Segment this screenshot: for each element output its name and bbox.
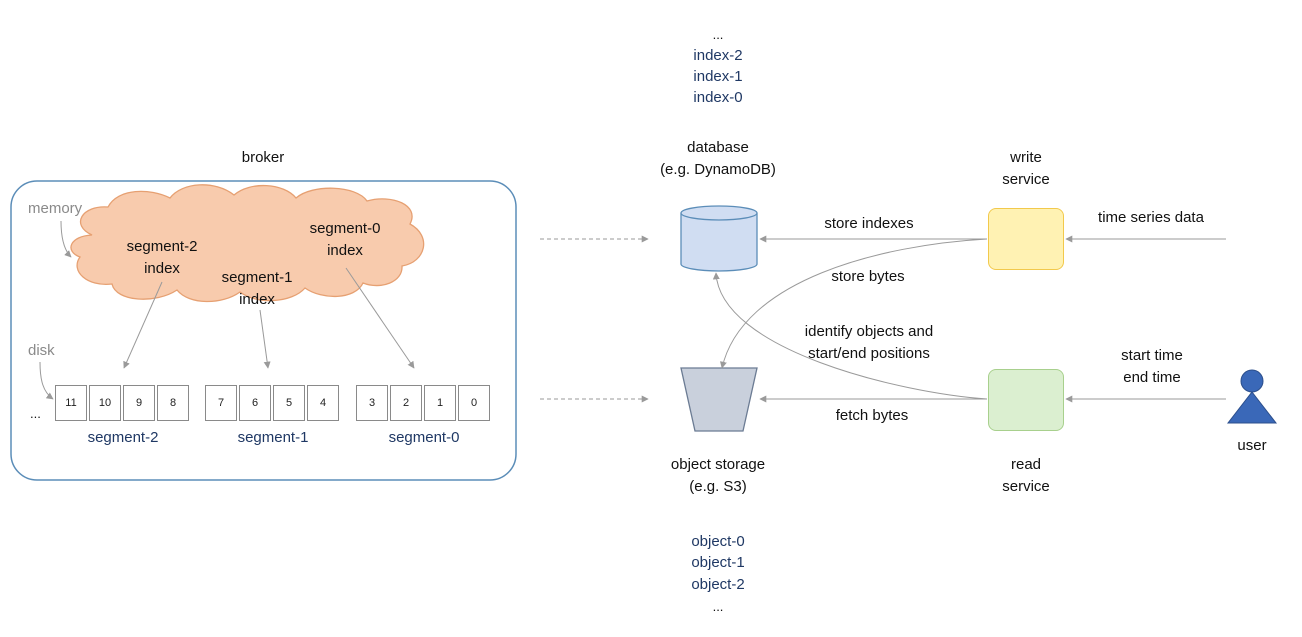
object-storage-bucket-icon bbox=[680, 367, 758, 432]
disk-label: disk bbox=[28, 342, 55, 359]
cloud-segment-1-label: segment-1 bbox=[221, 269, 293, 286]
object-list-ellipsis: ... bbox=[712, 599, 724, 614]
segment-0-cell: 1 bbox=[424, 385, 456, 421]
segment-1-cell: 7 bbox=[205, 385, 237, 421]
identify-objects-arrow bbox=[712, 272, 988, 400]
fetch-bytes-label: fetch bytes bbox=[835, 407, 909, 424]
database-cylinder-icon bbox=[680, 205, 758, 272]
memory-label: memory bbox=[28, 200, 83, 217]
cloud-segment-0-label: segment-0 bbox=[309, 220, 381, 237]
cloud-segment-2-label: segment-2 bbox=[126, 238, 198, 255]
segment-1-cell: 4 bbox=[307, 385, 339, 421]
segment-2-cell: 8 bbox=[157, 385, 189, 421]
end-time-label: end time bbox=[1123, 369, 1181, 386]
index-list-item: index-1 bbox=[693, 68, 743, 85]
time-series-data-label: time series data bbox=[1098, 209, 1204, 226]
broker-container bbox=[10, 180, 517, 481]
store-bytes-label: store bytes bbox=[831, 268, 905, 285]
database-subtitle: (e.g. DynamoDB) bbox=[660, 161, 776, 178]
segment-0-name: segment-0 bbox=[388, 429, 460, 446]
write-service-label: write bbox=[1010, 149, 1042, 166]
identify-objects-label: identify objects and bbox=[804, 323, 934, 340]
object-list-item: object-0 bbox=[691, 533, 745, 550]
store-bytes-arrow bbox=[719, 238, 988, 369]
index-list-item: index-2 bbox=[693, 47, 743, 64]
object-storage-title: object storage bbox=[670, 456, 766, 473]
read-service-box bbox=[988, 369, 1064, 431]
cloud-segment-2-index: index bbox=[144, 260, 180, 277]
cloud-segment-0-index: index bbox=[327, 242, 363, 259]
segment-0-cell: 2 bbox=[390, 385, 422, 421]
write-service-label-line2: service bbox=[1002, 171, 1050, 188]
memory-pointer-arrow bbox=[60, 220, 72, 258]
index-list-ellipsis: ... bbox=[712, 27, 724, 42]
memory-cloud bbox=[70, 184, 425, 303]
seg1-index-arrow bbox=[259, 309, 271, 369]
store-indexes-label: store indexes bbox=[824, 215, 914, 232]
user-icon bbox=[1226, 369, 1278, 424]
index-list-item: index-0 bbox=[693, 89, 743, 106]
segment-0-cell: 3 bbox=[356, 385, 388, 421]
write-service-box bbox=[988, 208, 1064, 270]
segment-2-cell: 10 bbox=[89, 385, 121, 421]
database-title: database bbox=[687, 139, 749, 156]
object-list-item: object-1 bbox=[691, 554, 745, 571]
segment-2-name: segment-2 bbox=[87, 429, 159, 446]
segment-2-cell: 11 bbox=[55, 385, 87, 421]
disk-ellipsis: ... bbox=[30, 406, 41, 421]
cloud-segment-1-index: index bbox=[239, 291, 275, 308]
segment-1-cell: 5 bbox=[273, 385, 305, 421]
start-time-label: start time bbox=[1121, 347, 1183, 364]
seg0-index-arrow bbox=[345, 267, 415, 369]
segment-1-name: segment-1 bbox=[237, 429, 309, 446]
disk-pointer-arrow bbox=[39, 361, 54, 400]
object-list-item: object-2 bbox=[691, 576, 745, 593]
segment-2-cell: 9 bbox=[123, 385, 155, 421]
segment-0-cell: 0 bbox=[458, 385, 490, 421]
identify-objects-label-line2: start/end positions bbox=[808, 345, 930, 362]
segment-1-cell: 6 bbox=[239, 385, 271, 421]
read-service-label: read bbox=[1010, 456, 1042, 473]
read-service-label-line2: service bbox=[1002, 478, 1050, 495]
broker-title: broker bbox=[241, 149, 285, 166]
user-label: user bbox=[1237, 437, 1267, 454]
seg2-index-arrow bbox=[123, 281, 163, 369]
object-storage-subtitle: (e.g. S3) bbox=[689, 478, 747, 495]
